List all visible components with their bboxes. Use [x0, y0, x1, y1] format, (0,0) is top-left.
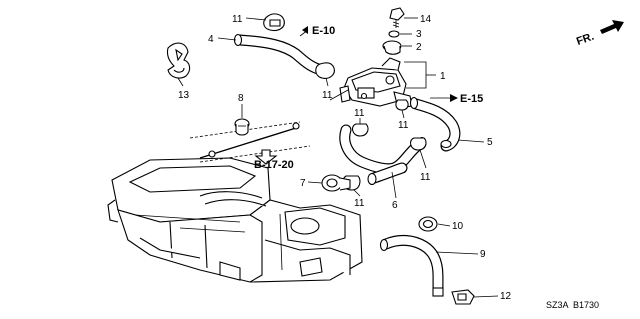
- leader-lines: [177, 17, 499, 298]
- callout-4: 4: [208, 34, 214, 45]
- callout-6: 6: [392, 200, 398, 211]
- callout-9: 9: [480, 249, 486, 260]
- reference-b17-20: B-17-20: [254, 159, 294, 171]
- diagram-code: SZ3A B1730: [546, 300, 599, 310]
- callout-11-valve: 11: [398, 120, 409, 131]
- hose-part-6: [339, 124, 427, 186]
- arrow-right-icon-2: [450, 94, 458, 102]
- callout-5: 5: [487, 137, 493, 148]
- callout-7: 7: [300, 178, 306, 189]
- hose-clamp-11e: [409, 137, 427, 151]
- arrow-up-right-icon: [600, 20, 624, 34]
- cap-part-2: [382, 40, 402, 55]
- callout-14: 14: [420, 14, 432, 25]
- callout-13: 13: [178, 90, 190, 101]
- clip-part-12: [451, 289, 475, 305]
- grommet-part-7: [321, 174, 351, 192]
- heater-unit-assembly: [107, 157, 363, 283]
- front-direction-indicator: FR.: [575, 20, 624, 48]
- hose-clamp-11d: [351, 123, 369, 137]
- washer-part-3: [388, 30, 400, 38]
- grommet-part-8: [234, 118, 250, 136]
- callout-2: 2: [416, 42, 422, 53]
- callout-1: 1: [440, 71, 446, 82]
- callout-12: 12: [500, 291, 512, 302]
- reference-frame-b17-20: [189, 121, 311, 165]
- callout-11-hose6: 11: [354, 108, 365, 119]
- callout-11-hose4: 11: [322, 90, 333, 101]
- hose-part-9: [379, 234, 444, 297]
- reference-e15: E-15: [460, 93, 483, 105]
- front-label: FR.: [575, 31, 596, 48]
- hose-part-5: [409, 96, 461, 152]
- reference-e10: E-10: [312, 25, 335, 37]
- arrow-down-icon: [254, 149, 278, 165]
- callout-8: 8: [238, 93, 244, 104]
- hose-clamp-11b: [315, 62, 335, 79]
- callout-11-right: 11: [420, 172, 431, 183]
- callout-3: 3: [416, 29, 422, 40]
- arrow-right-icon: [302, 26, 308, 34]
- bracket-part-13: [166, 42, 191, 79]
- callout-11-bottom: 11: [354, 198, 365, 209]
- callout-10: 10: [452, 221, 464, 232]
- screw-part-14: [389, 7, 405, 28]
- hose-clamp-11c: [395, 99, 409, 111]
- callout-11-top: 11: [232, 14, 243, 25]
- grommet-part-10: [418, 216, 438, 232]
- hose-clamp-11a: [263, 13, 285, 32]
